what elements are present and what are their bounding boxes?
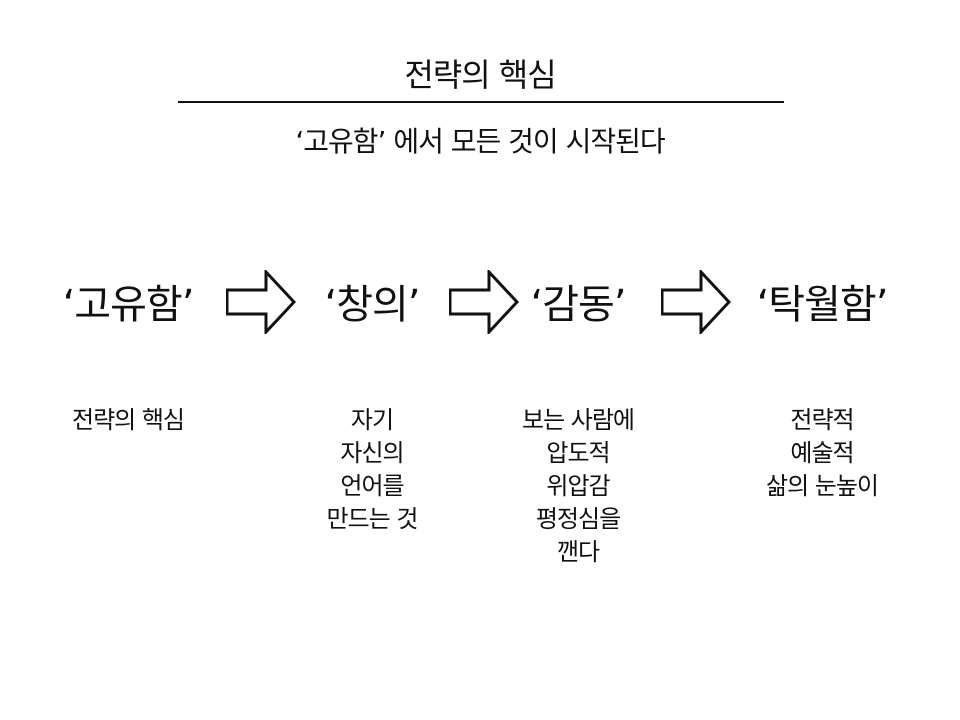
- stage-excellence-description: 전략적 예술적 삶의 눈높이: [722, 404, 922, 503]
- description-line: 전략적: [790, 406, 854, 434]
- right-arrow-icon: [226, 270, 296, 334]
- description-line: 깬다: [556, 538, 600, 566]
- description-line: 위압감: [546, 472, 610, 500]
- right-arrow-icon: [661, 270, 731, 334]
- right-arrow-icon: [449, 270, 519, 334]
- description-line: 평정심을: [535, 505, 621, 533]
- page-title: 전략의 핵심: [404, 56, 556, 94]
- description-line: 만드는 것: [326, 505, 419, 533]
- description-line: 자신의: [340, 439, 404, 467]
- title-divider: [178, 101, 784, 103]
- stage-creativity: ‘창의’: [324, 282, 420, 328]
- stage-impression: ‘감동’: [530, 282, 626, 328]
- description-line: 전략의 핵심: [71, 406, 185, 434]
- description-line: 예술적: [790, 439, 854, 467]
- stage-creativity-description: 자기 자신의 언어를 만드는 것: [272, 404, 472, 536]
- page-subtitle: ‘고유함’ 에서 모든 것이 시작된다: [295, 125, 665, 158]
- stage-uniqueness: ‘고유함’: [62, 282, 195, 328]
- description-line: 자기: [350, 406, 394, 434]
- stage-excellence: ‘탁월함’: [756, 282, 889, 328]
- description-line: 삶의 눈높이: [765, 472, 879, 500]
- description-line: 압도적: [546, 439, 610, 467]
- stage-uniqueness-description: 전략의 핵심: [28, 404, 228, 437]
- description-line: 언어를: [340, 472, 404, 500]
- description-line: 보는 사람에: [521, 406, 635, 434]
- stage-impression-description: 보는 사람에 압도적 위압감 평정심을 깬다: [478, 404, 678, 569]
